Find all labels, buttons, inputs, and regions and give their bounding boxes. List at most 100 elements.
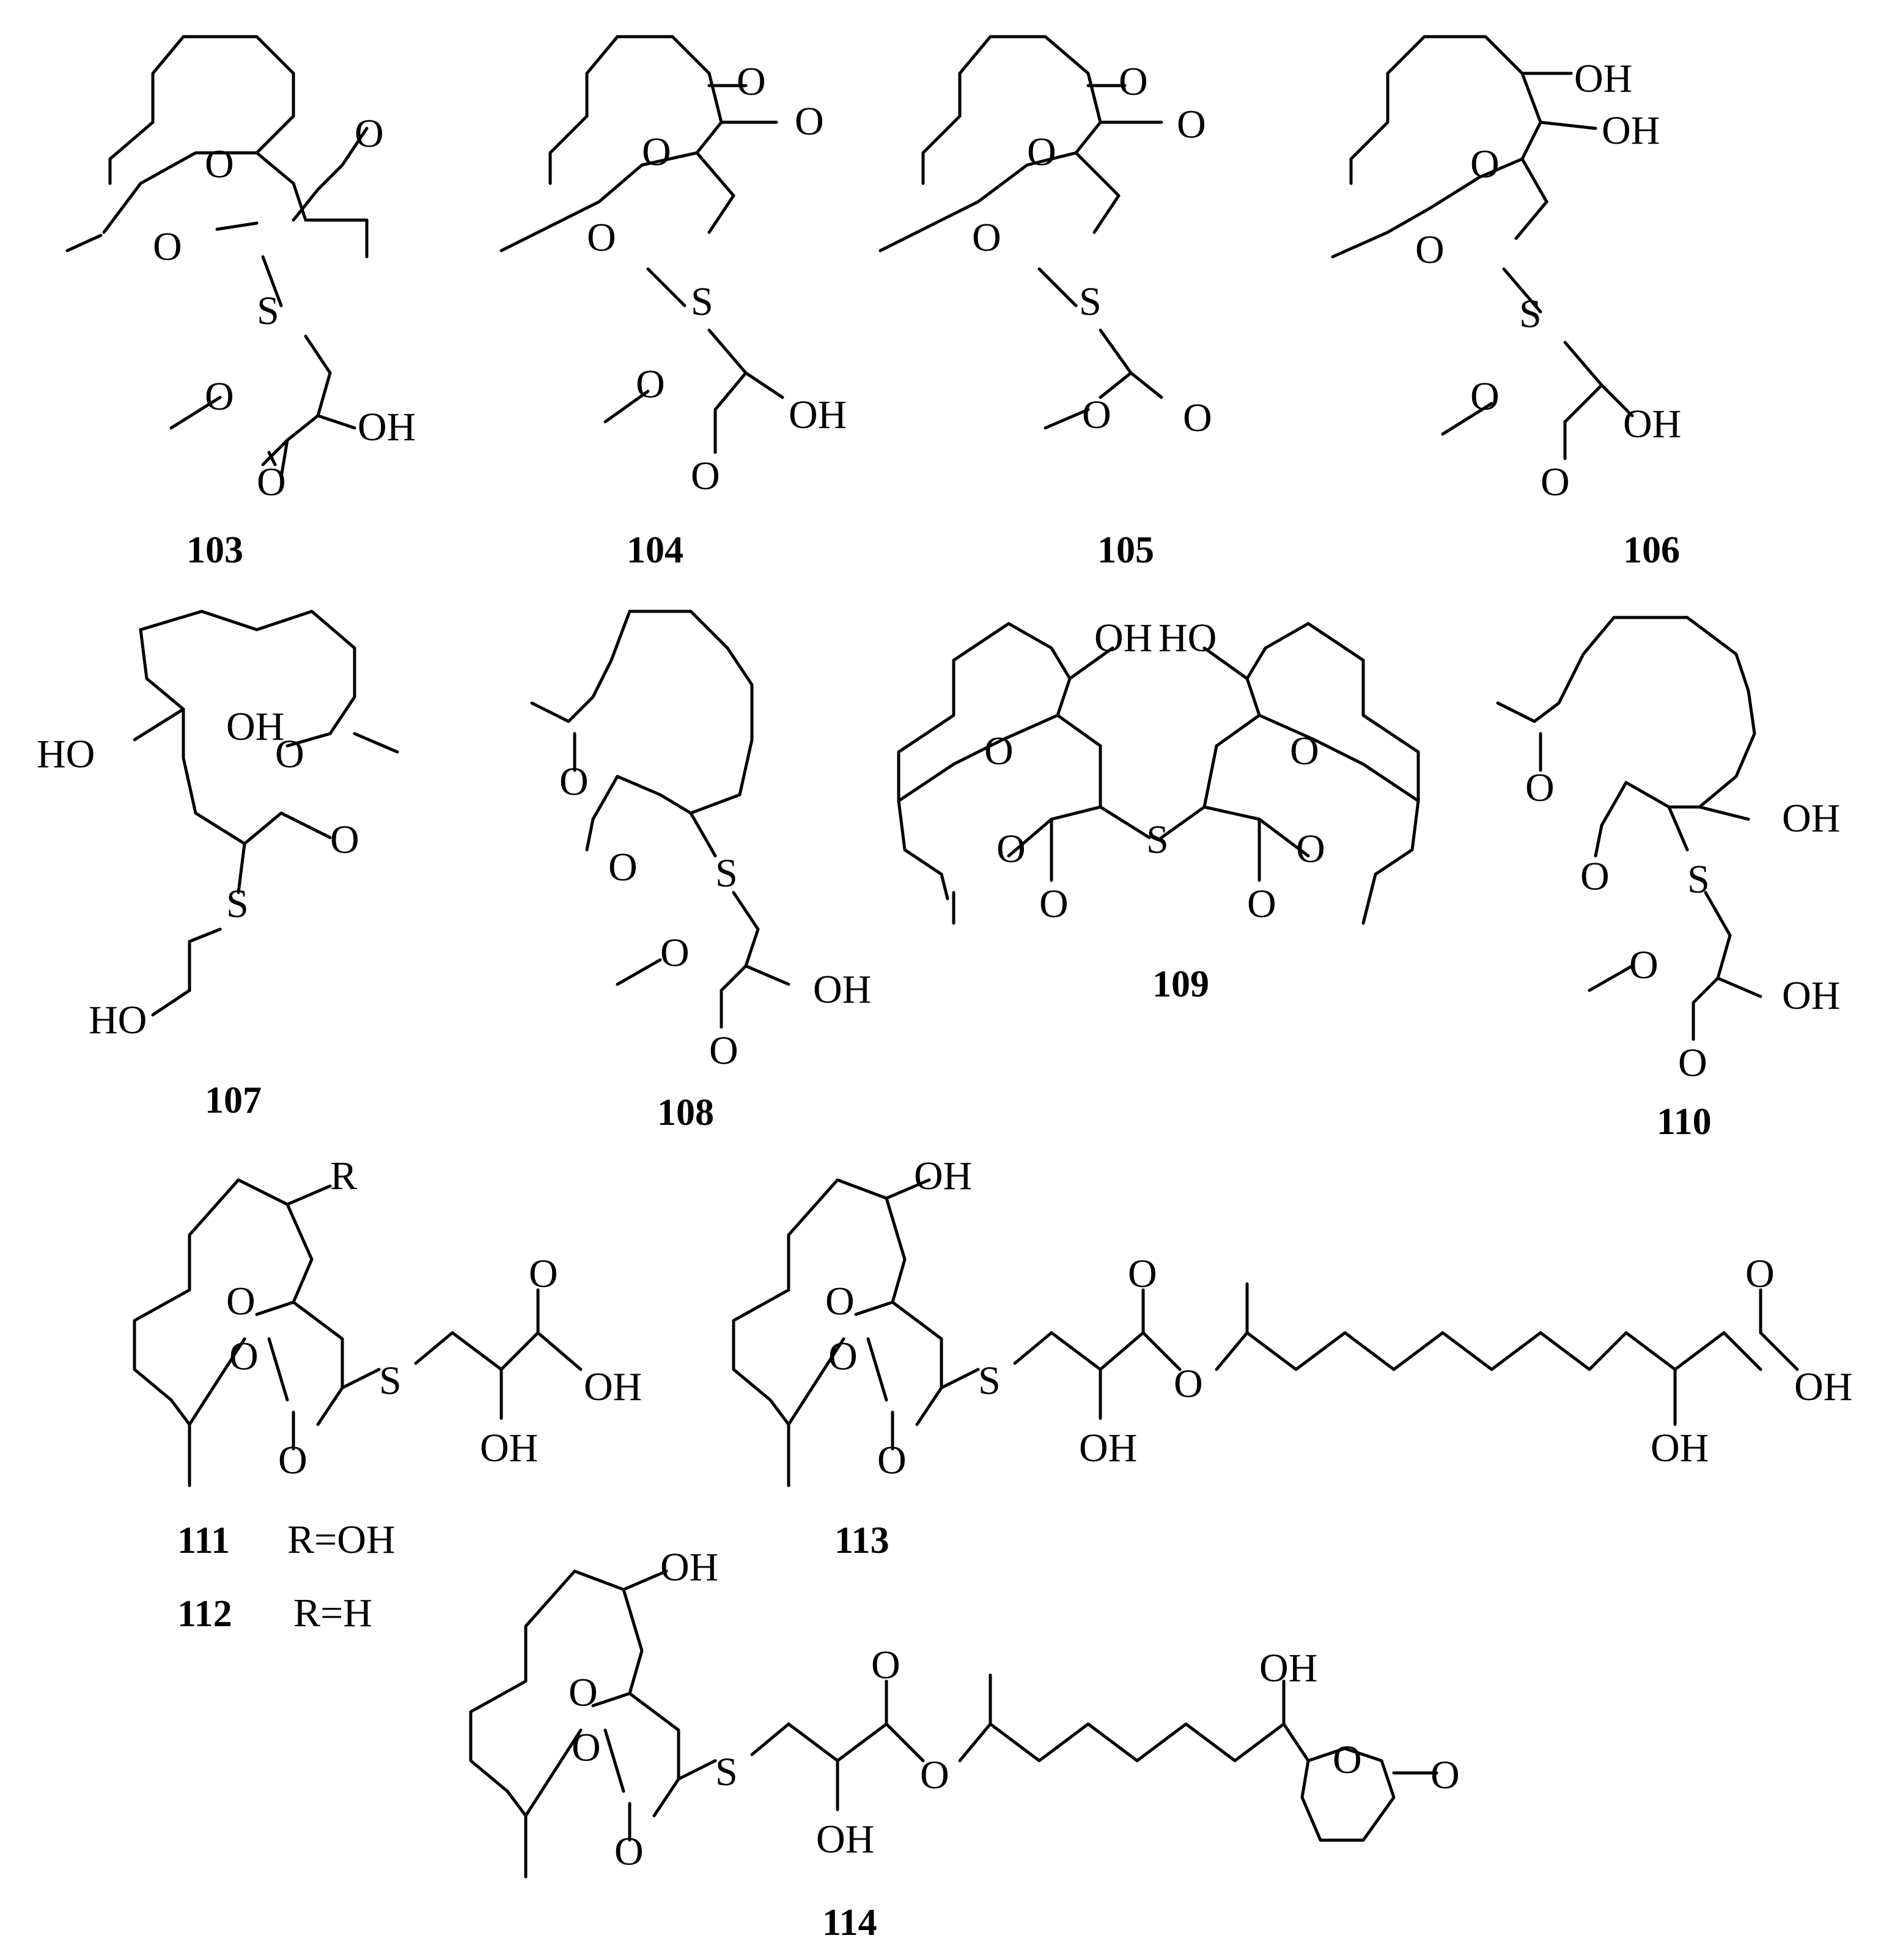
atom-o: O xyxy=(636,362,665,407)
atom-o: O xyxy=(355,111,384,156)
atom-oh: OH xyxy=(1079,1426,1137,1470)
atom-o: O xyxy=(1128,1251,1157,1296)
compound-label: 113 xyxy=(834,1520,889,1561)
structure-105: O O O O S O O 105 xyxy=(878,35,1212,571)
atom-s: S xyxy=(257,289,279,333)
atom-oh: OH xyxy=(914,1154,972,1198)
atom-s: S xyxy=(715,1750,738,1794)
atom-o: O xyxy=(709,1028,738,1073)
structure-106: OH OH O O S O OH O 106 xyxy=(1331,35,1681,571)
atom-o: O xyxy=(972,215,1001,260)
atom-o: O xyxy=(877,1438,907,1483)
structure-103: O O O S O OH O 103 xyxy=(65,35,416,571)
compound-label: 114 xyxy=(822,1902,877,1943)
atom-o: O xyxy=(330,817,359,862)
atom-s: S xyxy=(1079,279,1102,324)
atom-o: O xyxy=(691,454,720,498)
atom-o: O xyxy=(257,460,286,504)
atom-oh: OH xyxy=(1651,1426,1709,1470)
structure-111-112: R O O S O OH O OH 111 R=OH 112 R=H xyxy=(133,1154,642,1635)
atom-oh: OH xyxy=(1623,402,1681,446)
compound-label: 110 xyxy=(1657,1101,1712,1143)
atom-o: O xyxy=(737,59,766,104)
atom-o: O xyxy=(1541,460,1570,504)
atom-o: O xyxy=(1183,396,1212,440)
atom-s: S xyxy=(226,882,249,926)
compound-label: 111 xyxy=(177,1520,230,1561)
atom-oh: OH xyxy=(1794,1365,1852,1409)
atom-oh: OH xyxy=(660,1545,718,1590)
compound-label: 105 xyxy=(1097,529,1154,571)
atom-o: O xyxy=(642,130,671,174)
atom-o: O xyxy=(278,1438,307,1483)
atom-o: O xyxy=(1525,765,1555,810)
atom-o: O xyxy=(559,759,589,804)
atom-s: S xyxy=(1519,292,1542,336)
atom-o: O xyxy=(1745,1251,1775,1296)
atom-ho: HO xyxy=(89,998,147,1042)
atom-r: R xyxy=(330,1154,357,1198)
atom-oh: OH xyxy=(1259,1646,1317,1690)
compound-label: 104 xyxy=(627,529,683,571)
atom-oh: OH xyxy=(584,1365,642,1409)
atom-oh: OH xyxy=(1602,108,1660,153)
atom-oh: OH xyxy=(1782,973,1840,1018)
atom-o: O xyxy=(1470,374,1500,419)
compound-label: 107 xyxy=(205,1080,262,1121)
atom-s: S xyxy=(978,1358,1001,1403)
atom-s: S xyxy=(715,851,738,896)
atom-o: O xyxy=(1177,102,1206,147)
structure-113: OH O O S O O O OH OH O OH 113 xyxy=(732,1154,1852,1561)
compound-label: 108 xyxy=(657,1092,714,1133)
atom-oh: OH xyxy=(813,967,871,1012)
atom-o: O xyxy=(795,99,824,144)
atom-o: O xyxy=(996,827,1026,871)
structure-109: OH HO O O O O S O O 109 xyxy=(897,616,1420,1005)
atom-o: O xyxy=(1247,882,1276,926)
atom-o: O xyxy=(153,224,182,269)
atom-oh: OH xyxy=(226,704,284,749)
atom-o: O xyxy=(614,1829,644,1874)
atom-o: O xyxy=(1431,1753,1460,1797)
atom-oh: OH xyxy=(358,405,416,449)
atom-o: O xyxy=(1027,130,1056,174)
structure-114: OH O O S O O O OH OH O O 114 xyxy=(469,1545,1460,1943)
atom-oh: OH xyxy=(816,1817,874,1862)
atom-o: O xyxy=(205,374,234,419)
structure-107: HO OH O O S HO 107 xyxy=(37,610,399,1121)
atom-o: O xyxy=(1290,729,1319,773)
substituent-label: R=OH xyxy=(287,1517,396,1562)
atom-s: S xyxy=(1146,817,1169,862)
atom-o: O xyxy=(587,215,616,260)
atom-s: S xyxy=(379,1358,402,1403)
atom-o: O xyxy=(1580,854,1610,899)
atom-o: O xyxy=(920,1753,949,1797)
atom-o: O xyxy=(1082,392,1111,437)
atom-o: O xyxy=(1629,943,1659,987)
atom-o: O xyxy=(529,1251,558,1296)
atom-ho: HO xyxy=(1158,616,1217,660)
atom-oh: OH xyxy=(1094,616,1152,660)
atom-o: O xyxy=(984,729,1014,773)
atom-oh: OH xyxy=(480,1426,538,1470)
atom-oh: OH xyxy=(1782,796,1840,841)
compound-label: 109 xyxy=(1152,963,1209,1005)
atom-oh: OH xyxy=(789,392,847,437)
atom-o: O xyxy=(205,142,234,186)
structure-110: O OH O S O OH O 110 xyxy=(1496,616,1840,1143)
compound-label: 106 xyxy=(1623,529,1680,571)
atom-o: O xyxy=(871,1643,900,1687)
atom-o: O xyxy=(825,1279,855,1324)
atom-o: O xyxy=(1415,227,1445,272)
atom-o: O xyxy=(1678,1041,1707,1085)
atom-s: S xyxy=(1687,857,1710,902)
atom-o: O xyxy=(1119,59,1148,104)
structure-104: O O O O S O OH O 104 xyxy=(499,35,847,571)
atom-o: O xyxy=(828,1334,858,1379)
substituent-label: R=H xyxy=(293,1591,372,1635)
atom-o: O xyxy=(275,732,304,776)
atom-o: O xyxy=(1174,1361,1203,1406)
atom-ho: HO xyxy=(37,732,95,776)
atom-o: O xyxy=(1470,142,1500,186)
